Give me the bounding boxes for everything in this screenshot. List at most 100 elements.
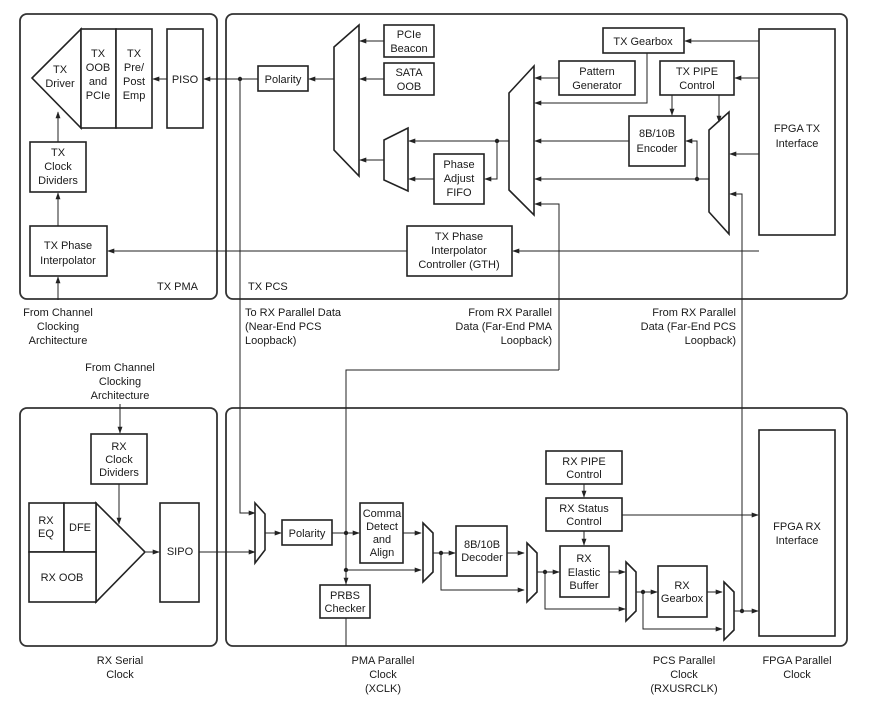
decoder-line: 8B/10B — [464, 539, 500, 551]
rx-serial-clock-label: Clock — [106, 669, 134, 681]
tx-clkdiv-line: Clock — [44, 161, 72, 173]
pattern-gen-line: Generator — [572, 80, 622, 92]
tx-polarity-label: Polarity — [265, 74, 302, 86]
comma-line: Detect — [366, 521, 398, 533]
prbs-line: PRBS — [330, 590, 360, 602]
tx-oob-line: and — [89, 76, 107, 88]
phase-adjust-fifo-block — [433, 153, 485, 205]
rx-pma-region — [19, 407, 218, 647]
tx-clkdiv-line: TX — [51, 147, 66, 159]
piso-label: PISO — [172, 74, 199, 86]
fpga-tx-interface-block — [758, 28, 836, 236]
rx-oob-block — [28, 551, 97, 603]
encoder-line: 8B/10B — [639, 128, 675, 140]
fpga-parallel-clock-label: FPGA Parallel — [762, 655, 831, 667]
rx-clocking-annotation: From Channel — [85, 362, 155, 374]
tx-pipe-line: TX PIPE — [676, 66, 718, 78]
rx-pcs-region — [225, 407, 848, 647]
tx-data-mux — [508, 63, 535, 217]
tx-gearbox-block — [602, 27, 685, 54]
tx-pi-ctrl-line: Interpolator — [431, 245, 487, 257]
gearbox-bypass-mux — [723, 580, 735, 642]
tx-pi-line: Interpolator — [40, 255, 96, 267]
tx-emp-line: Pre/ — [124, 62, 145, 74]
tx-oob-line: OOB — [86, 62, 110, 74]
rx-clock-dividers-block — [90, 433, 148, 485]
near-end-pcs-annotation: To RX Parallel Data — [245, 307, 342, 319]
fpga-rx-interface-block — [758, 429, 836, 637]
tx-emp-line: TX — [127, 48, 142, 60]
tx-clocking-annotation: Architecture — [29, 335, 88, 347]
tx-pcs-region — [225, 13, 848, 300]
decoder-line: Decoder — [461, 552, 503, 564]
near-end-pcs-annotation: (Near-End PCS — [245, 321, 321, 333]
tx-encoder-bypass-mux — [708, 110, 730, 237]
rx-pipe-line: Control — [566, 469, 601, 481]
rx-input-mux — [254, 500, 266, 566]
tx-gearbox-label: TX Gearbox — [613, 36, 673, 48]
rx-clocking-annotation: Architecture — [91, 390, 150, 402]
rx-gearbox-block — [657, 565, 708, 618]
tx-driver-line: TX — [53, 64, 68, 76]
rx-clkdiv-line: RX — [111, 441, 127, 453]
rx-elastic-buffer-block — [559, 545, 610, 598]
pcs-parallel-clock-label: (RXUSRCLK) — [650, 683, 717, 695]
far-end-pcs-annotation: Data (Far-End PCS — [641, 321, 736, 333]
decoder-bypass-mux — [526, 541, 538, 604]
tx-clkdiv-line: Dividers — [38, 175, 78, 187]
rx-amplifier — [95, 501, 147, 604]
tx-pi-ctrl-line: Controller (GTH) — [418, 259, 499, 271]
phase-fifo-line: Phase — [443, 159, 474, 171]
fpga-rx-line: FPGA RX — [773, 521, 821, 533]
fpga-rx-line: Interface — [776, 535, 819, 547]
far-end-pma-annotation: Data (Far-End PMA — [455, 321, 552, 333]
tx-oob-line: PCIe — [86, 90, 110, 102]
fpga-tx-line: FPGA TX — [774, 123, 821, 135]
elastic-buffer-line: Elastic — [568, 567, 601, 579]
8b10b-encoder-block — [628, 115, 686, 167]
tx-pre-post-emp-block — [115, 28, 153, 129]
tx-driver-line: Driver — [45, 78, 75, 90]
prbs-checker-block — [319, 584, 371, 619]
pma-parallel-clock-label: Clock — [369, 669, 397, 681]
rx-gearbox-line: Gearbox — [661, 593, 704, 605]
8b10b-decoder-block — [455, 525, 508, 577]
rx-oob-label: RX OOB — [41, 572, 84, 584]
elastic-buffer-line: RX — [576, 553, 592, 565]
encoder-line: Encoder — [637, 143, 678, 155]
sipo-label: SIPO — [167, 546, 194, 558]
rx-serial-clock-label: RX Serial — [97, 655, 143, 667]
elastic-buffer-bypass-mux — [625, 560, 637, 623]
tx-pipe-line: Control — [679, 80, 714, 92]
sata-oob-line: SATA — [395, 67, 423, 79]
prbs-line: Checker — [325, 603, 366, 615]
tx-pi-controller-block — [406, 225, 513, 277]
far-end-pcs-annotation: From RX Parallel — [652, 307, 736, 319]
pattern-gen-line: Pattern — [579, 66, 614, 78]
tx-emp-line: Emp — [123, 90, 146, 102]
sata-oob-line: OOB — [397, 81, 421, 93]
tx-phase-interpolator-block — [29, 225, 108, 277]
rx-clocking-annotation: Clocking — [99, 376, 141, 388]
rx-clkdiv-line: Dividers — [99, 467, 139, 479]
pcs-parallel-clock-label: PCS Parallel — [653, 655, 715, 667]
rx-gearbox-line: RX — [674, 580, 690, 592]
phase-fifo-line: Adjust — [444, 173, 475, 185]
pcs-parallel-clock-label: Clock — [670, 669, 698, 681]
far-end-pma-annotation: From RX Parallel — [468, 307, 552, 319]
rx-polarity-block — [281, 519, 333, 546]
tx-pi-ctrl-line: TX Phase — [435, 231, 483, 243]
tx-emp-line: Post — [123, 76, 145, 88]
far-end-pma-annotation: Loopback) — [501, 335, 552, 347]
pcie-beacon-line: Beacon — [390, 43, 427, 55]
tx-output-mux — [333, 23, 360, 178]
tx-pipe-control-block — [659, 60, 735, 96]
fpga-parallel-clock-label: Clock — [783, 669, 811, 681]
rx-eq-line: RX — [38, 515, 54, 527]
sata-oob-block — [383, 62, 435, 96]
sipo-block — [159, 502, 200, 603]
rx-polarity-label: Polarity — [289, 528, 326, 540]
fpga-tx-line: Interface — [776, 138, 819, 150]
rx-clkdiv-line: Clock — [105, 454, 133, 466]
